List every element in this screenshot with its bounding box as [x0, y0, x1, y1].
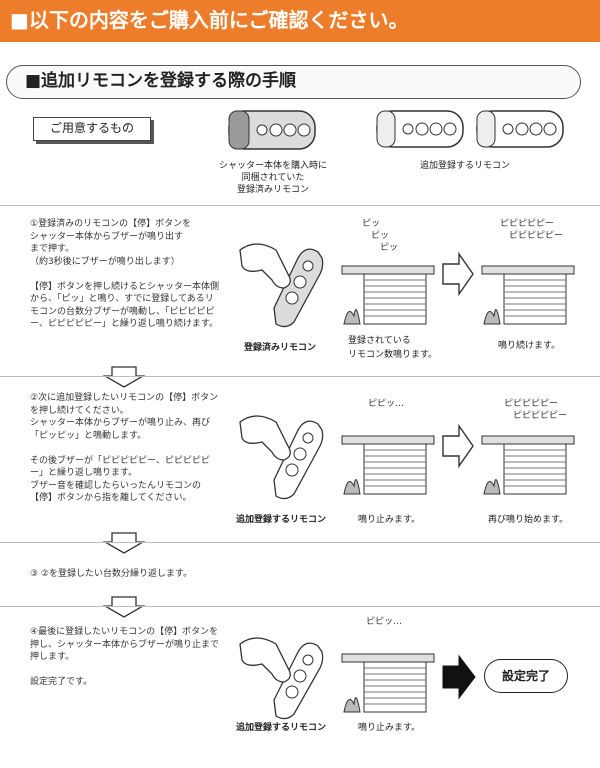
step-2-beep-right: ピピピピピー ピピピピピー [504, 399, 568, 421]
step-4-text: ④最後に登録したいリモコンの【停】ボタンを押し、シャッター本体からブザーが鳴り止… [30, 627, 220, 687]
step-1-caption-right: 鳴り続けます。 [498, 341, 561, 351]
step-2-caption-right: 再び鳴り始めます。 [488, 515, 569, 525]
arrow-right-icon [442, 423, 474, 469]
arrow-right-icon [442, 251, 474, 297]
divider [0, 376, 600, 377]
shutter-illustration [481, 435, 575, 495]
arrow-right-filled-icon [442, 654, 476, 700]
step-4-caption-left: 鳴り止みます。 [358, 723, 421, 733]
hand-remote-illustration [239, 637, 324, 720]
divider [0, 205, 600, 206]
step-4-remote-label: 追加登録するリモコン [236, 723, 327, 733]
step-4-beep-left: ピピッ… [366, 617, 403, 627]
additional-remote-icon [476, 110, 564, 148]
step-2-remote-label: 追加登録するリモコン [236, 515, 327, 525]
additional-remote-icon [376, 110, 464, 148]
shutter-illustration [481, 265, 575, 325]
shutter-illustration [341, 653, 435, 713]
shutter-illustration [341, 265, 435, 325]
section-title: ■追加リモコンを登録する際の手順 [6, 65, 581, 99]
hand-remote-illustration [239, 415, 324, 500]
step-1-text: ①登録済みのリモコンの【停】ボタンを シャッター本体からブザーが鳴り出す まで押… [30, 219, 220, 329]
step-1-remote-label: 登録済みリモコン [244, 343, 317, 353]
registered-remote-caption: シャッター本体を購入時に 同梱されていた 登録済みリモコン [218, 161, 327, 195]
additional-remote-caption: 追加登録するリモコン [419, 161, 510, 171]
step-1-beep-right: ピピピピピー ピピピピピー [500, 219, 564, 241]
step-3-text: ③ ②を登録したい台数分繰り返します。 [30, 569, 193, 579]
prep-label: ご用意するもの [33, 117, 151, 141]
step-1-caption-left: 登録されている リモコン数鳴ります。 [348, 336, 438, 360]
shutter-illustration [341, 435, 435, 495]
hand-remote-illustration [239, 243, 324, 328]
arrow-down-icon [102, 366, 146, 388]
arrow-down-icon [102, 596, 146, 618]
divider [0, 542, 600, 543]
arrow-down-icon [102, 532, 146, 554]
registered-remote-icon [228, 110, 316, 150]
step-1-beep-left: ピッ ピッ ピッ [362, 219, 399, 253]
divider [0, 606, 600, 607]
step-2-caption-left: 鳴り止みます。 [358, 515, 421, 525]
page-banner: ■以下の内容をご購入前にご確認ください。 [0, 0, 600, 42]
step-2-beep-left: ピピッ… [368, 399, 405, 409]
step-2-text: ②次に追加登録したいリモコンの【停】ボタンを押し続けてください。 シャッター本体… [30, 393, 219, 503]
setup-complete-badge: 設定完了 [484, 659, 568, 693]
